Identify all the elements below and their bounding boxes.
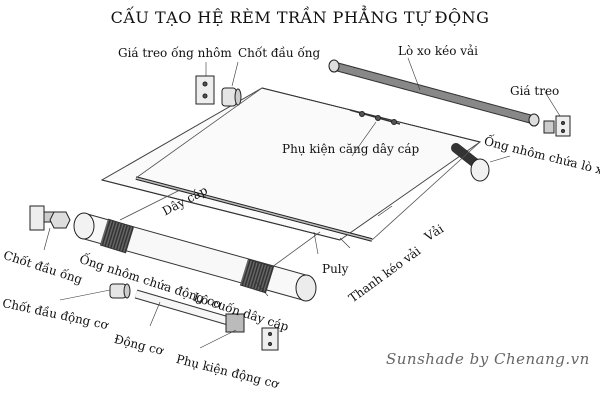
top-left-pin	[221, 87, 242, 107]
motor-body	[134, 289, 245, 333]
cable-tension-accessory	[349, 109, 401, 125]
label-chot-dau-ong-top: Chốt đầu ống	[238, 46, 321, 60]
motor-accessory	[261, 327, 279, 351]
left-bracket	[29, 205, 55, 231]
right-bracket	[543, 115, 571, 137]
diagram-title: CẤU TẠO HỆ RÈM TRẦN PHẲNG TỰ ĐỘNG	[110, 8, 490, 27]
spring-tube	[328, 59, 540, 127]
label-puly: Puly	[322, 262, 349, 276]
spring-housing-tube	[451, 143, 490, 182]
label-lo-xo-keo-vai: Lò xo kéo vải	[398, 44, 478, 58]
signature-watermark: Sunshade by Chenang.vn	[386, 350, 590, 368]
cable-drum-left	[99, 218, 135, 254]
top-left-bracket	[195, 75, 215, 105]
label-gia-treo-ong-nhom: Giá treo ống nhôm	[118, 46, 232, 60]
pull-bar	[135, 176, 373, 242]
left-pin	[49, 211, 71, 229]
label-gia-treo: Giá treo	[510, 84, 560, 98]
motor-end-cap	[109, 283, 131, 299]
label-phu-kien-cang-day-cap: Phụ kiện căng dây cáp	[282, 142, 420, 156]
cable-drum-right	[239, 258, 275, 294]
